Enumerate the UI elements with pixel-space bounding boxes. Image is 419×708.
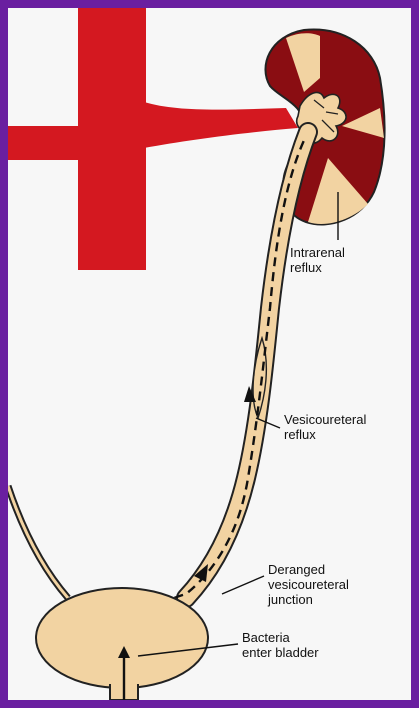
bladder-body [36, 588, 208, 688]
label-vesicoureteral-line2: reflux [284, 427, 366, 442]
label-deranged-junction: Deranged vesicoureteral junction [268, 562, 349, 607]
label-deranged-line2: vesicoureteral [268, 577, 349, 592]
label-deranged-line3: junction [268, 592, 349, 607]
left-branch-vessel [8, 126, 80, 160]
label-intrarenal-line2: reflux [290, 260, 345, 275]
vertical-vessel [78, 8, 146, 270]
leader-deranged [222, 576, 264, 594]
label-vesicoureteral-line1: Vesicoureteral [284, 412, 366, 427]
renal-vessel [144, 102, 298, 148]
label-deranged-line1: Deranged [268, 562, 349, 577]
left-ureter [8, 486, 68, 598]
label-bacteria-line2: enter bladder [242, 645, 319, 660]
label-bacteria-line1: Bacteria [242, 630, 319, 645]
blood-vessels [8, 8, 298, 270]
label-bacteria-enter-bladder: Bacteria enter bladder [242, 630, 319, 660]
label-intrarenal-reflux: Intrarenal reflux [290, 245, 345, 275]
urinary-tract-illustration [8, 8, 411, 700]
bladder [36, 588, 208, 700]
label-vesicoureteral-reflux: Vesicoureteral reflux [284, 412, 366, 442]
ureter-fill [186, 132, 308, 598]
label-intrarenal-line1: Intrarenal [290, 245, 345, 260]
